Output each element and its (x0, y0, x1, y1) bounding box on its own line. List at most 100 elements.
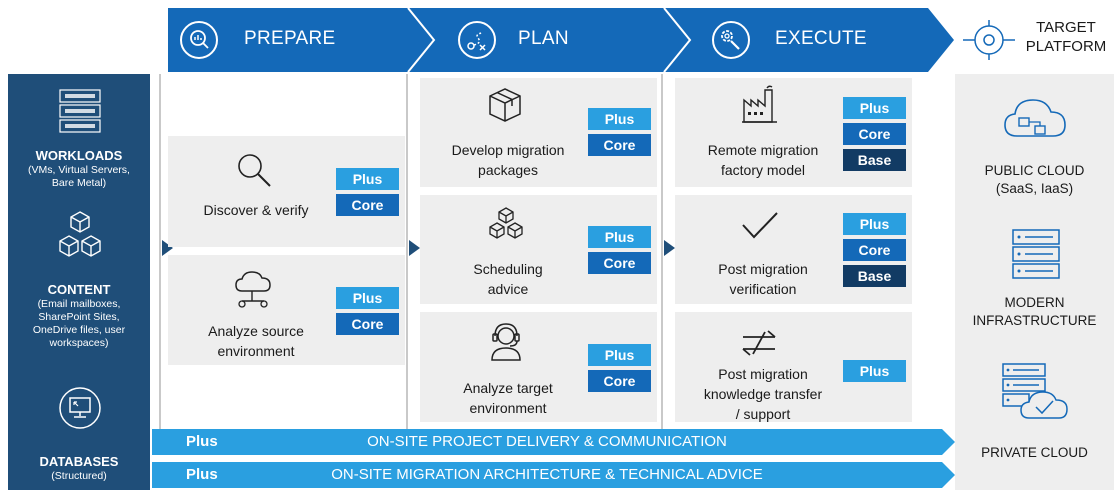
label-line: knowledge transfer (703, 386, 823, 402)
plan-analyze-target-label: Analyze target environment (434, 378, 582, 418)
tier-badge-core: Core (336, 194, 399, 216)
cubes-icon (59, 211, 101, 257)
tier-badge-plus: Plus (843, 360, 906, 382)
prepare-card-discover: Discover & verify Plus Core (168, 136, 405, 247)
bar-tier-label: Plus (186, 466, 218, 483)
target-platform-label: TARGET PLATFORM (1018, 18, 1114, 56)
tier-badge-plus: Plus (843, 97, 906, 119)
label-line: Develop migration (451, 142, 565, 158)
target-line1: TARGET (1036, 19, 1096, 36)
tier-badge-core: Core (336, 313, 399, 335)
plan-card-scheduling: Scheduling advice Plus Core (420, 195, 657, 304)
target-modern-infra-label: MODERN (1004, 295, 1065, 310)
target-modern-infra-sub: INFRASTRUCTURE (972, 313, 1097, 328)
tier-badge-plus: Plus (336, 168, 399, 190)
target-private-cloud-label: PRIVATE CLOUD (981, 445, 1088, 460)
headset-person-icon (491, 323, 521, 361)
plan-card-analyze-target: Analyze target environment Plus Core (420, 312, 657, 422)
tier-badge-plus: Plus (588, 344, 651, 366)
source-content-sub1: (Email mailboxes, (37, 298, 121, 310)
prepare-card-analyze-source: Analyze source environment Plus Core (168, 255, 405, 365)
label-line: Scheduling (473, 261, 543, 277)
cloud-network-icon (235, 271, 271, 308)
tier-badge-plus: Plus (336, 287, 399, 309)
source-content-sub4: workspaces) (49, 337, 109, 349)
prepare-left-divider (159, 74, 161, 430)
label-line: / support (735, 406, 791, 422)
label-line: Analyze source (208, 323, 304, 339)
tier-badge-plus: Plus (588, 226, 651, 248)
server-rack-icon (59, 89, 101, 133)
label-line: Post migration (718, 366, 808, 382)
label-line: Post migration (718, 261, 808, 277)
swap-arrows-icon (742, 330, 776, 356)
plan-left-divider (406, 74, 408, 430)
prepare-chevron (168, 8, 438, 72)
label-line: Discover & verify (203, 202, 309, 218)
target-public-cloud-sub: (SaaS, IaaS) (995, 181, 1074, 196)
target-crosshair-icon (963, 20, 1015, 60)
execute-card-factory: Remote migration factory model Plus Core… (675, 78, 912, 187)
package-box-icon (489, 88, 521, 122)
source-content-sub2: SharePoint Sites, (38, 311, 120, 323)
bar-tier-label: Plus (186, 433, 218, 450)
tier-badge-core: Core (843, 239, 906, 261)
execute-left-divider (661, 74, 663, 430)
source-content-sub3: OneDrive files, user (32, 324, 126, 336)
bar-project-delivery: Plus ON-SITE PROJECT DELIVERY & COMMUNIC… (152, 429, 942, 455)
target-public-cloud-label: PUBLIC CLOUD (984, 163, 1085, 178)
monitor-icon (59, 387, 101, 429)
execute-card-verification: Post migration verification Plus Core Ba… (675, 195, 912, 304)
plan-card-develop-packages: Develop migration packages Plus Core (420, 78, 657, 187)
prepare-discover-label: Discover & verify (182, 200, 330, 220)
phase-plan-label: PLAN (518, 28, 569, 49)
label-line: environment (217, 343, 295, 359)
bar-text: ON-SITE MIGRATION ARCHITECTURE & TECHNIC… (331, 466, 763, 483)
factory-icon (742, 85, 777, 123)
source-databases-sub1: (Structured) (51, 470, 107, 482)
magnifier-chart-icon (180, 21, 218, 59)
tier-badge-core: Core (588, 134, 651, 156)
source-databases-title: DATABASES (39, 454, 119, 469)
tier-badge-base: Base (843, 265, 906, 287)
checkmark-icon (742, 212, 778, 239)
flow-arrow (409, 240, 420, 256)
bottom-bars-shape (152, 429, 955, 488)
phase-execute-label: EXECUTE (775, 28, 867, 49)
magnifier-icon (238, 154, 271, 187)
label-line: Analyze target (463, 380, 553, 396)
plan-scheduling-label: Scheduling advice (434, 259, 582, 299)
plan-develop-label: Develop migration packages (434, 140, 582, 180)
tier-badge-base: Base (843, 149, 906, 171)
prepare-analyze-source-label: Analyze source environment (182, 321, 330, 361)
target-line2: PLATFORM (1025, 38, 1107, 55)
tier-badge-plus: Plus (588, 108, 651, 130)
execute-knowledge-label: Post migration knowledge transfer / supp… (689, 364, 837, 424)
phase-prepare-label: PREPARE (244, 28, 336, 49)
label-line: factory model (720, 162, 806, 178)
label-line: environment (469, 400, 547, 416)
flow-arrow (162, 240, 173, 256)
tier-badge-core: Core (843, 123, 906, 145)
server-stack-icon (1012, 229, 1060, 279)
source-panel: WORKLOADS (VMs, Virtual Servers, Bare Me… (8, 74, 150, 490)
source-workloads-title: WORKLOADS (35, 148, 123, 163)
bar-text: ON-SITE PROJECT DELIVERY & COMMUNICATION (367, 433, 727, 450)
route-plan-icon (458, 21, 496, 59)
execute-card-knowledge: Post migration knowledge transfer / supp… (675, 312, 912, 422)
flow-arrow (664, 240, 675, 256)
execute-factory-label: Remote migration factory model (689, 140, 837, 180)
source-workloads-sub1: (VMs, Virtual Servers, (28, 164, 130, 176)
cube-cluster-icon (489, 207, 523, 239)
gear-wrench-icon (712, 21, 750, 59)
cloud-icon (1004, 99, 1066, 137)
tier-badge-plus: Plus (843, 213, 906, 235)
execute-verification-label: Post migration verification (689, 259, 837, 299)
source-workloads-sub2: Bare Metal) (51, 177, 107, 189)
target-panel: PUBLIC CLOUD (SaaS, IaaS) MODERN INFRAST… (955, 74, 1114, 490)
label-line: packages (478, 162, 538, 178)
label-line: advice (487, 281, 529, 297)
label-line: Remote migration (707, 142, 819, 158)
server-cloud-check-icon (1002, 363, 1068, 419)
label-line: verification (729, 281, 797, 297)
